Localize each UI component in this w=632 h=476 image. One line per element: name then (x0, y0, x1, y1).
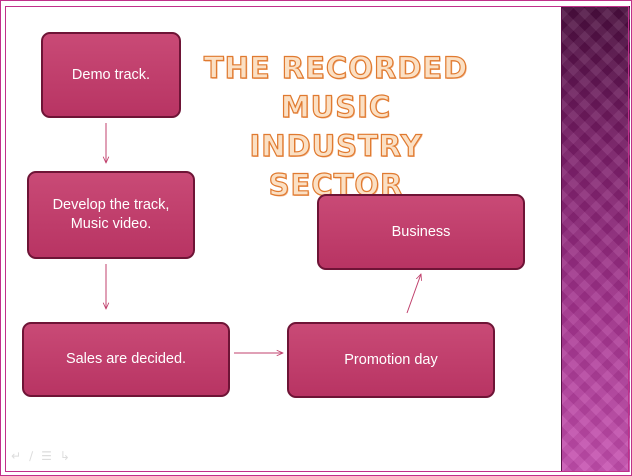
box-develop-track: Develop the track, Music video. (27, 171, 195, 259)
box-promotion-day: Promotion day (287, 322, 495, 398)
decorative-sidebar (561, 6, 630, 472)
pen-icon[interactable]: ∕ (29, 449, 42, 463)
title-line-2: MUSIC INDUSTRY (249, 89, 423, 163)
arrow-promotion-to-business (406, 274, 421, 314)
menu-icon[interactable]: ☰ (41, 449, 60, 463)
box-demo-track: Demo track. (41, 32, 181, 118)
box-business: Business (317, 194, 525, 270)
title-line-1: THE RECORDED (203, 50, 469, 85)
forward-arrow-icon[interactable]: ↳ (59, 449, 78, 463)
slide-nav-icons: ↵∕☰↳ (11, 449, 78, 463)
box-sales-decided: Sales are decided. (22, 322, 230, 397)
back-arrow-icon[interactable]: ↵ (11, 449, 30, 463)
